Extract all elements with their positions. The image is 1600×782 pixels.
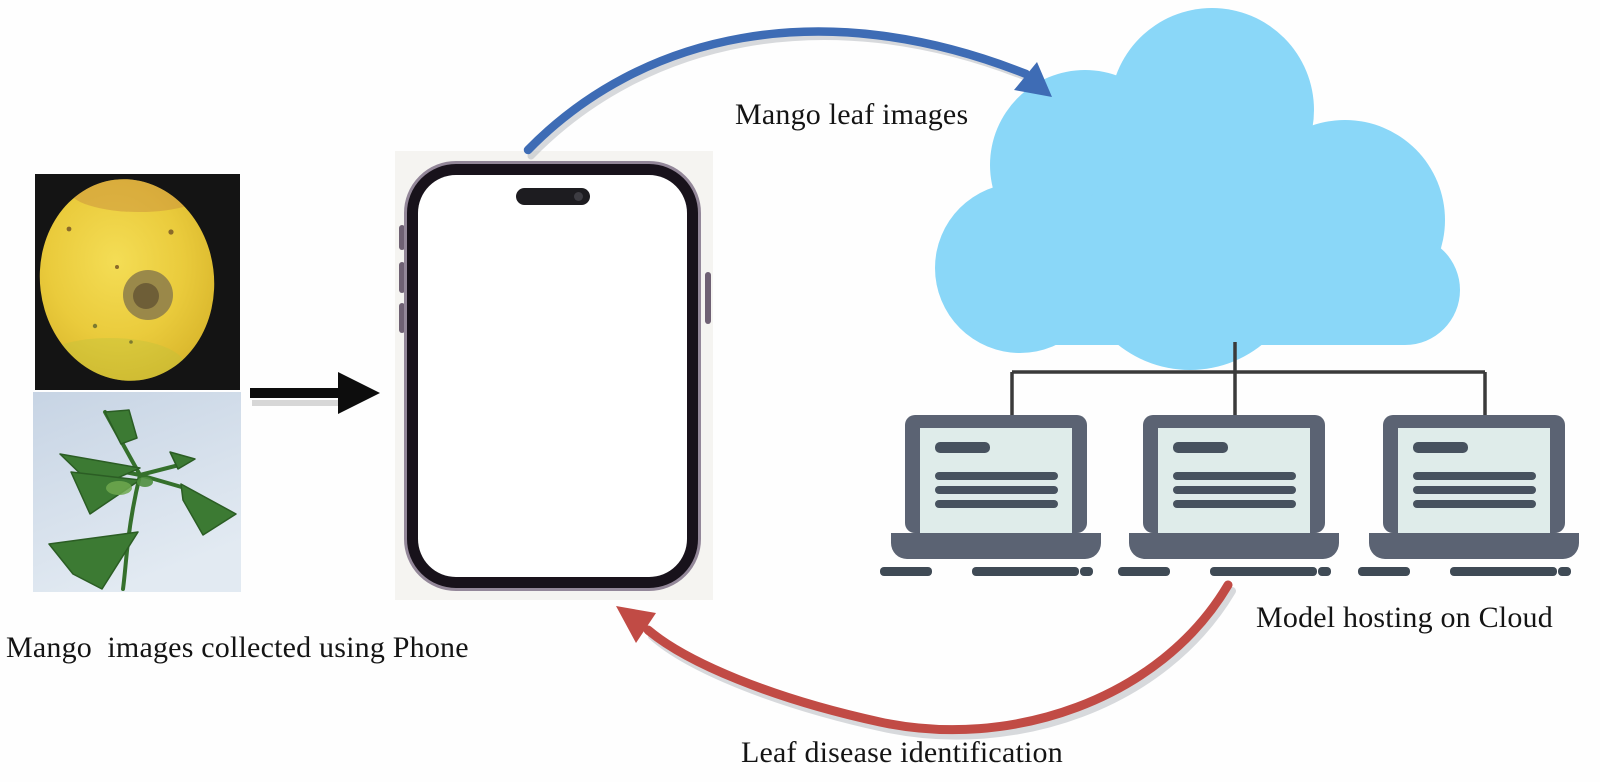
cloud-icon [935,8,1460,370]
laptop-icon-3 [1358,415,1579,576]
phone-panel [395,151,713,600]
upload-arrow-label: Mango leaf images [735,98,969,131]
photos-caption: Mango images collected using Phone [6,631,469,664]
laptop-icon-2 [1118,415,1339,576]
mango-fruit-photo [35,174,240,390]
smartphone-icon [404,161,701,591]
phone-volume-up-button [399,262,405,293]
cloud-server-connector [1010,342,1487,415]
download-arrow-label: Leaf disease identification [741,736,1063,769]
mango-fruit-illustration [35,174,240,390]
cloud-to-phone-arrow [616,580,1236,740]
phone-to-cloud-arrow [523,27,1052,160]
phone-camera-dot [573,192,583,201]
phone-screen [418,175,687,577]
mango-leaf-illustration [33,392,241,592]
cloud-caption: Model hosting on Cloud [1256,601,1553,634]
phone-notch [515,188,590,205]
mango-leaf-photo [33,392,241,592]
images-to-phone-arrow [250,372,380,414]
phone-volume-down-button [399,303,405,333]
laptop-icon-1 [880,415,1101,576]
phone-power-button [705,272,711,324]
phone-mute-switch [399,225,405,250]
